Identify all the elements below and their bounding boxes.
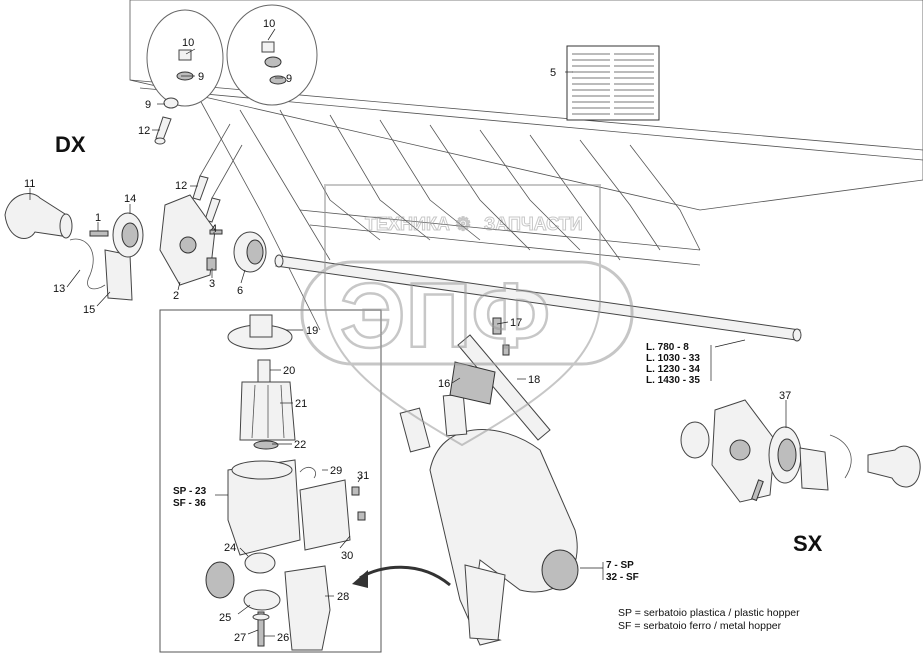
side-label-dx: DX: [55, 132, 86, 157]
callout-9: 9: [286, 73, 292, 85]
callout-9: 9: [198, 71, 204, 83]
label-sf-32: 32 - SF: [606, 572, 639, 583]
callout-12: 12: [138, 125, 150, 137]
callout-12: 12: [175, 180, 187, 192]
callout-9: 9: [145, 99, 151, 111]
callout-3: 3: [209, 278, 215, 290]
decal-part-5: [566, 45, 660, 121]
callout-16: 16: [438, 378, 450, 390]
label-sp-7: 7 - SP: [606, 560, 634, 571]
hex-shaft: [274, 254, 802, 342]
shaft-length-1230: L. 1230 - 34: [646, 364, 700, 375]
sx-assembly: [680, 399, 921, 503]
callout-25: 25: [219, 612, 231, 624]
callout-6: 6: [237, 285, 243, 297]
callout-31: 31: [357, 470, 369, 482]
callout-22: 22: [294, 439, 306, 451]
callout-20: 20: [283, 365, 295, 377]
callout-5: 5: [550, 67, 556, 79]
callout-29: 29: [330, 465, 342, 477]
shaft-length-1430: L. 1430 - 35: [646, 375, 700, 386]
legend-sp: SP = serbatoio plastica / plastic hopper: [618, 607, 800, 619]
legend-sf: SF = serbatoio ferro / metal hopper: [618, 620, 782, 632]
label-sp-23: SP - 23: [173, 486, 207, 497]
hopper-outlet-body: [399, 393, 579, 646]
callout-26: 26: [277, 632, 289, 644]
callout-10: 10: [182, 37, 194, 49]
variant-labels: SP - 23 SF - 36 7 - SP 32 - SF: [173, 486, 639, 583]
callout-2: 2: [173, 290, 179, 302]
callout-19: 19: [306, 325, 318, 337]
callout-21: 21: [295, 398, 307, 410]
callout-30: 30: [341, 550, 353, 562]
callout-37: 37: [779, 390, 791, 402]
watermark: ТЕХНИКА ⚙ ЗАПЧАСТИ ЭПФ: [300, 184, 634, 447]
metering-detail-box: [159, 309, 451, 653]
legend: SP = serbatoio plastica / plastic hopper…: [618, 607, 800, 632]
callout-4: 4: [211, 223, 217, 235]
callout-14: 14: [124, 193, 136, 205]
shaft-length-780: L. 780 - 8: [646, 342, 689, 353]
dx-assembly: [4, 193, 267, 301]
callout-10: 10: [263, 18, 275, 30]
shaft-length-table: L. 780 - 8 L. 1030 - 33 L. 1230 - 34 L. …: [646, 342, 700, 386]
shaft-length-1030: L. 1030 - 33: [646, 353, 700, 364]
label-sf-36: SF - 36: [173, 498, 206, 509]
callout-13: 13: [53, 283, 65, 295]
callout-17: 17: [510, 317, 522, 329]
nut-detail-ovals: [146, 4, 318, 109]
watermark-line1: ТЕХНИКА: [365, 214, 450, 234]
callout-27: 27: [234, 632, 246, 644]
callout-24: 24: [224, 542, 236, 554]
watermark-line2: ЗАПЧАСТИ: [484, 214, 583, 234]
callout-1: 1: [95, 212, 101, 224]
callout-18: 18: [528, 374, 540, 386]
watermark-logo: ЭПФ: [340, 265, 550, 367]
part-callouts: 5 10 9 10 9 9 12 12 11 1 14 13 15 2 3 4 …: [24, 18, 791, 644]
side-label-sx: SX: [793, 531, 823, 556]
callout-28: 28: [337, 591, 349, 603]
callout-15: 15: [83, 304, 95, 316]
callout-11: 11: [24, 178, 35, 190]
leader-lines: [29, 28, 787, 637]
machine-frame: [129, 0, 923, 331]
bolt-parts-12: [154, 116, 243, 223]
side-labels: DX SX: [55, 132, 823, 556]
agitator-parts: [449, 317, 551, 441]
watermark-gear-icon: ⚙: [455, 214, 471, 234]
